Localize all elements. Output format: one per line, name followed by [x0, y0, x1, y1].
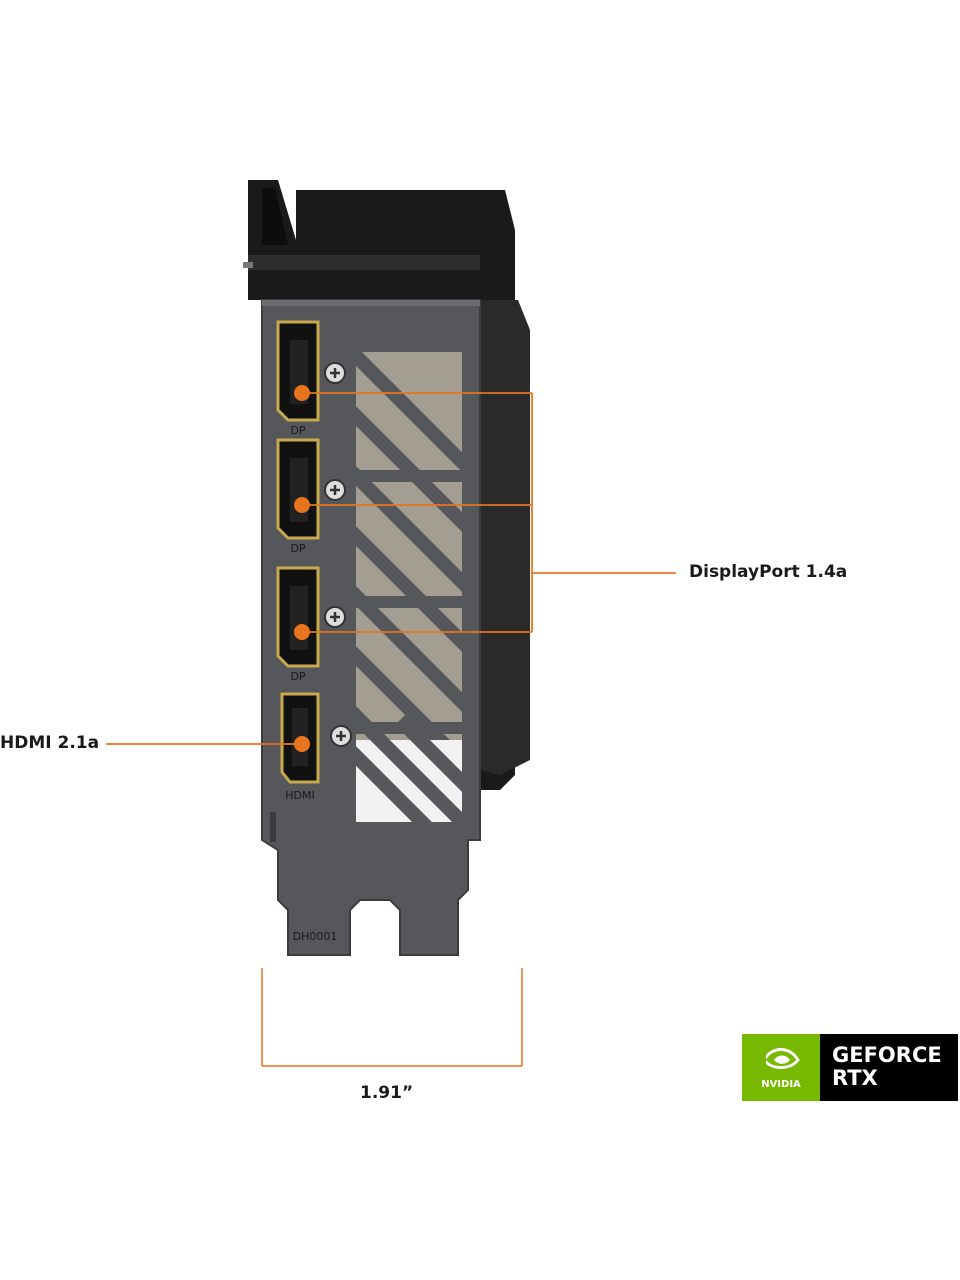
- dp-label-2: DP: [290, 542, 305, 555]
- nvidia-wordmark: NVIDIA: [761, 1079, 801, 1090]
- part-code: DH0001: [293, 930, 338, 943]
- displayport-callout-label: DisplayPort 1.4a: [689, 562, 848, 582]
- width-dimension-label: 1.91”: [360, 1083, 414, 1103]
- nvidia-eye-icon: [760, 1048, 800, 1072]
- displayport-callout-lines: [302, 392, 676, 633]
- cooler-shroud: [243, 180, 530, 790]
- badge-line-2: RTX: [832, 1066, 878, 1090]
- vent-slots: [356, 352, 462, 822]
- width-dimension: [261, 968, 523, 1067]
- callout-dots: [294, 385, 310, 752]
- hdmi-label: HDMI: [285, 789, 314, 802]
- nvidia-logo: NVIDIA: [742, 1034, 820, 1101]
- dp-label-3: DP: [290, 670, 305, 683]
- displayport-1: [276, 320, 320, 422]
- bracket-screws: [324, 362, 352, 747]
- displayport-2: [276, 438, 320, 540]
- geforce-rtx-badge: NVIDIA GEFORCE RTX: [742, 1034, 958, 1101]
- hdmi-callout-label: HDMI 2.1a: [0, 733, 100, 753]
- geforce-rtx-text: GEFORCE RTX: [820, 1034, 958, 1101]
- dp-label-1: DP: [290, 424, 305, 437]
- displayport-3: [276, 566, 320, 668]
- badge-line-1: GEFORCE: [832, 1043, 942, 1067]
